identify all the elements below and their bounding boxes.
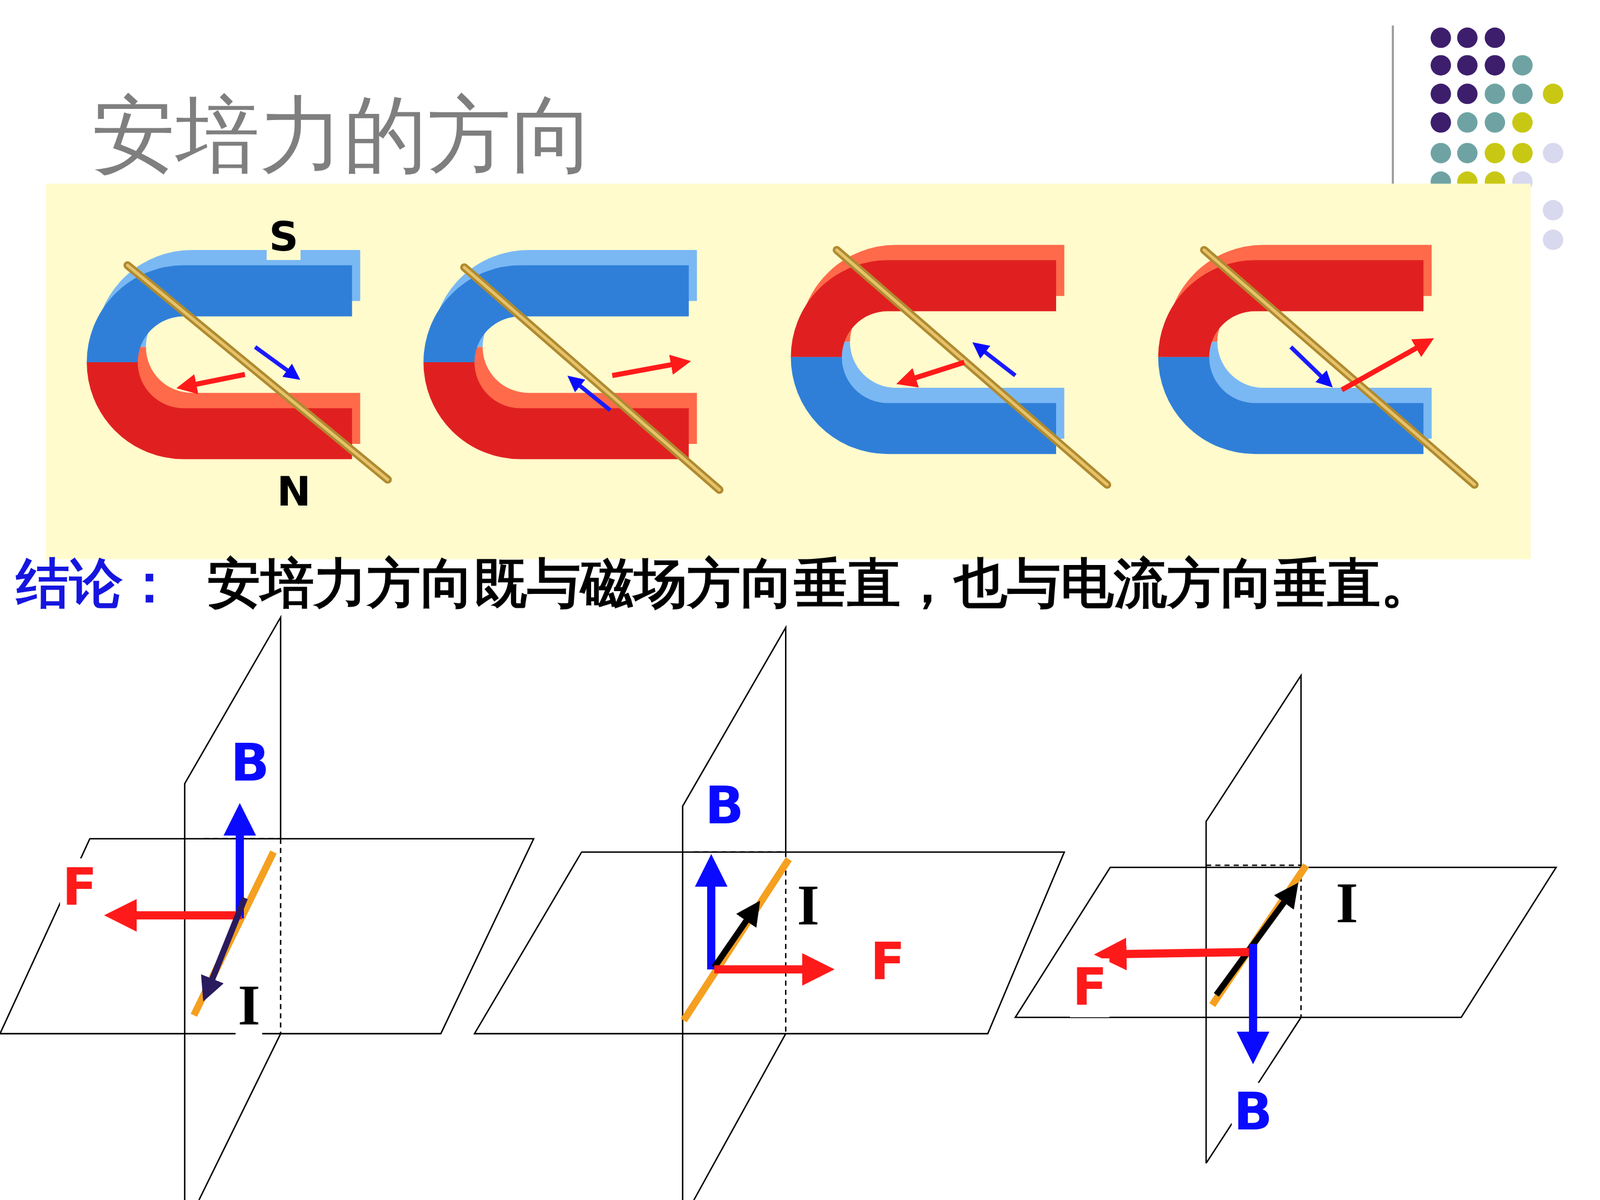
- horseshoe-magnet: [448, 275, 697, 434]
- conclusion-label: 结论：: [16, 553, 177, 615]
- vector-label: F: [1070, 958, 1110, 1018]
- vector-label: B: [228, 733, 272, 793]
- field-arrow: [707, 882, 716, 970]
- plane-diagram: [1015, 675, 1557, 1164]
- plane-diagram: [0, 617, 534, 1200]
- vector-label: I: [1333, 870, 1360, 936]
- force-arrow: [714, 965, 807, 974]
- field-arrow: [1248, 943, 1258, 1036]
- force-current-arrows: [193, 346, 1419, 410]
- vector-label: F: [868, 932, 908, 992]
- current-arrow: [211, 897, 245, 982]
- conclusion-text: 安培力方向既与磁场方向垂直，也与电流方向垂直。: [207, 553, 1434, 615]
- horseshoe-magnet: [1183, 270, 1432, 429]
- conductor-rods: [127, 250, 1475, 490]
- plane-diagram: [474, 627, 1065, 1200]
- conductor: [683, 859, 789, 1021]
- vector-label: B: [702, 776, 747, 836]
- pole-label: N: [274, 468, 313, 515]
- vector-label: F: [60, 858, 100, 918]
- vector-label: B: [1231, 1082, 1275, 1142]
- conductor: [1212, 865, 1307, 1006]
- vector-label: I: [235, 972, 263, 1038]
- force-arrow: [132, 911, 243, 920]
- vector-label: I: [795, 872, 822, 938]
- slide-title: 安培力的方向: [91, 87, 595, 184]
- photo-panel: [46, 183, 1531, 560]
- horseshoe-magnet: [816, 270, 1064, 429]
- force-arrow: [1122, 952, 1250, 955]
- pole-label: S: [266, 213, 301, 260]
- current-arrow: [714, 918, 749, 968]
